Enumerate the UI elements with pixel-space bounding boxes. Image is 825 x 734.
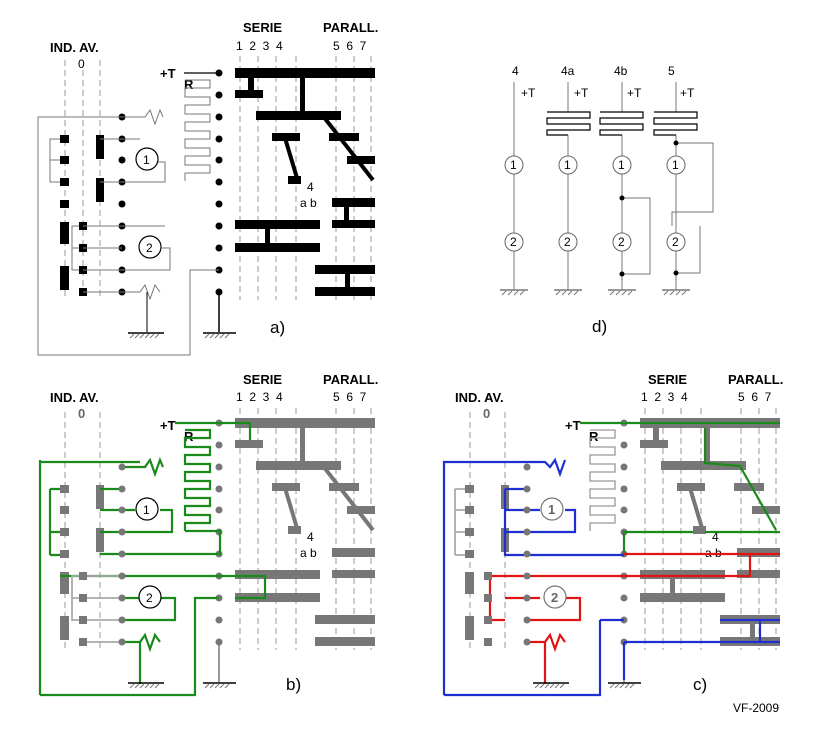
plus-t-label: +T [160,66,176,81]
c-step-4-label: 4 [712,530,719,544]
d-motor-1a: 1 [510,158,517,172]
c-motor-2: 2 [543,585,567,609]
d-motor-2a: 2 [510,235,517,249]
svg-text:2: 2 [551,590,558,605]
field-winding-top [122,108,164,126]
ind-av-label: IND. AV. [50,40,99,55]
credit-label: VF-2009 [733,701,779,715]
d-motor-1b: 1 [564,158,571,172]
d-plus-t-4: +T [680,86,695,100]
motor-1: 1 [135,147,159,171]
d-plus-t-1: +T [521,86,536,100]
d-col-4b-label: 4b [614,64,628,78]
b-parall-label: PARALL. [323,372,378,387]
drum-bars-a [235,68,375,296]
serie-positions: 1 2 3 4 [236,39,283,53]
c-serie-label: SERIE [648,372,687,387]
c-parall-positions: 5 6 7 [738,390,772,404]
b-serie-positions: 1 2 3 4 [236,390,283,404]
svg-text:1: 1 [143,503,150,517]
panel-c-label: c) [693,675,707,694]
parall-label: PARALL. [323,20,378,35]
d-col-5-label: 5 [668,64,675,78]
motor-2: 2 [138,235,162,259]
step-4-label: 4 [307,180,314,194]
b-plus-t-label: +T [160,418,176,433]
svg-text:1: 1 [548,502,555,517]
c-zero-label: 0 [483,406,490,421]
red-current-path [488,552,780,684]
c-motor-1: 1 [540,497,564,521]
d-motor-2b: 2 [564,235,571,249]
panel-a: IND. AV. 0 SERIE PARALL. 1 2 3 4 5 6 7 +… [37,20,378,356]
c-plus-t-label: +T [565,418,581,433]
d-plus-t-3: +T [627,86,642,100]
d-motor-2d: 2 [672,235,679,249]
c-r-label: R [589,429,599,444]
contact-column [215,69,223,332]
b-ind-av-label: IND. AV. [50,390,99,405]
d-motor-2c: 2 [618,235,625,249]
c-ind-av-label: IND. AV. [455,390,504,405]
blue-current-path [442,457,780,697]
panel-b: IND. AV. 0 SERIE PARALL. 1 2 3 4 5 6 7 +… [38,372,378,697]
serie-label: SERIE [243,20,282,35]
d-motor-1c: 1 [618,158,625,172]
b-r-label: R [184,429,194,444]
d-col-4-label: 4 [512,64,519,78]
b-motor-1: 1 [135,497,159,521]
b-zero-label: 0 [78,406,85,421]
d-col-4a-label: 4a [561,64,575,78]
green-current-path [38,421,267,697]
svg-text:2: 2 [146,241,153,255]
b-serie-label: SERIE [243,372,282,387]
b-step-4-label: 4 [307,530,314,544]
c-serie-positions: 1 2 3 4 [641,390,688,404]
field-winding-bottom [122,283,161,301]
c-green-path [580,421,780,554]
ab-label: a b [300,196,317,210]
resistor-r [184,79,211,181]
parall-positions: 5 6 7 [333,39,367,53]
panel-b-label: b) [286,675,301,694]
panel-d-label: d) [592,317,607,336]
b-ab-label: a b [300,546,317,560]
svg-text:1: 1 [143,153,150,167]
b-parall-positions: 5 6 7 [333,390,367,404]
ground-a [128,292,236,339]
panel-d: 4 4a 4b 5 +T +T +T +T 1 1 [500,64,714,336]
d-plus-t-2: +T [574,86,589,100]
zero-label: 0 [78,57,85,71]
r-label: R [184,77,194,92]
b-motor-2: 2 [138,585,162,609]
c-parall-label: PARALL. [728,372,783,387]
panel-a-label: a) [270,318,285,337]
d-motor-1d: 1 [672,158,679,172]
panel-c: IND. AV. 0 SERIE PARALL. 1 2 3 4 5 6 7 +… [442,372,783,715]
svg-text:2: 2 [146,591,153,605]
